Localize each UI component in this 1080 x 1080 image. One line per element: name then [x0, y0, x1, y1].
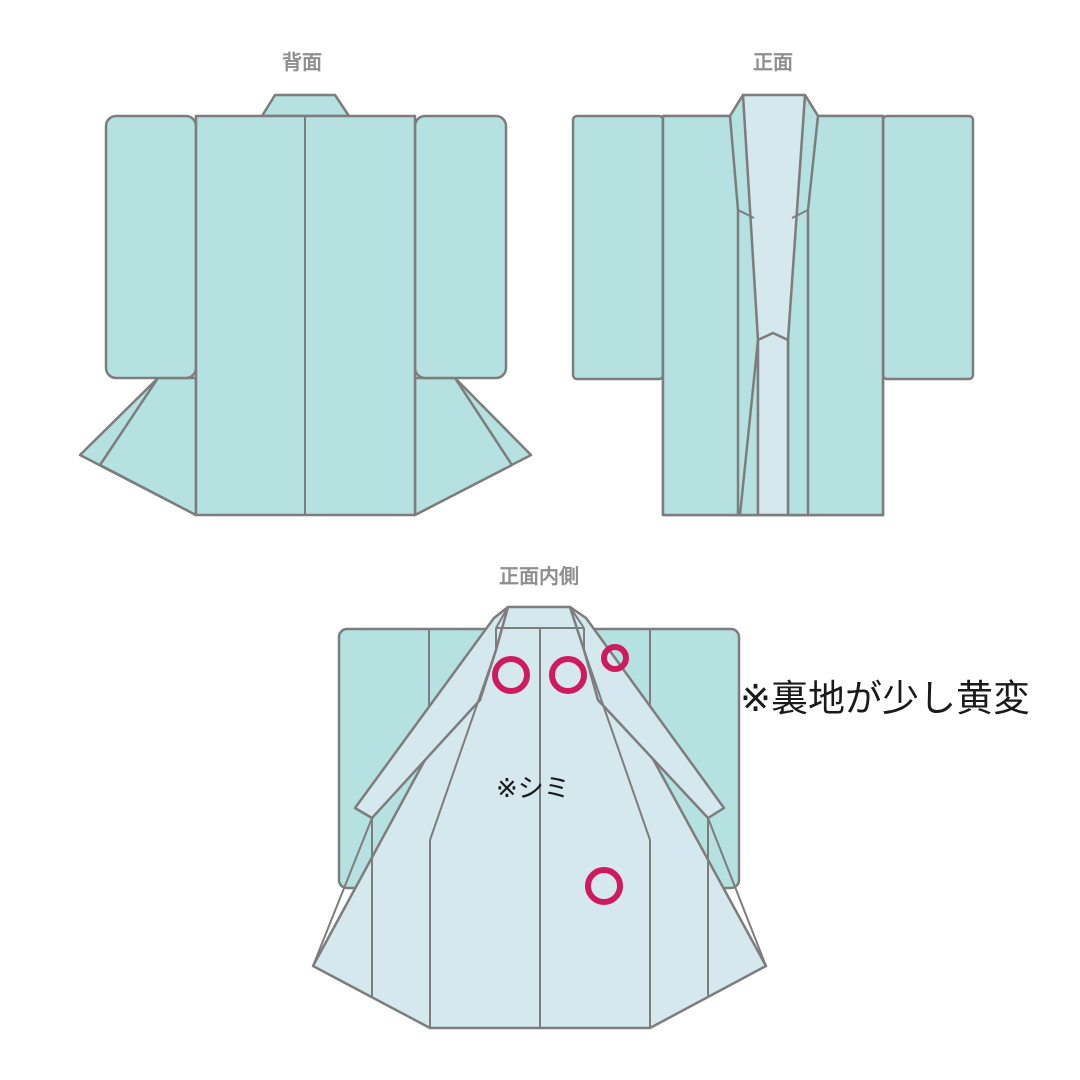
back-right-sleeve: [413, 114, 508, 380]
front-view-garment: [571, 93, 975, 517]
front-view-label: 正面: [753, 50, 793, 74]
stain-marker: [585, 867, 623, 905]
stain-marker: [492, 656, 530, 694]
back-collar: [260, 93, 351, 118]
stain-marker: [549, 656, 587, 694]
inside-view-label: 正面内側: [499, 564, 579, 588]
back-right-flare-front: [413, 376, 514, 517]
inside-view-garment: [311, 605, 768, 1030]
back-left-sleeve: [104, 114, 198, 380]
back-view-garment: [78, 93, 533, 517]
stain-note: ※シミ: [496, 774, 570, 804]
back-left-flare-front: [98, 376, 198, 517]
front-lining-strip: [756, 331, 790, 517]
front-left-sleeve: [571, 114, 665, 381]
back-view-label: 背面: [282, 50, 322, 74]
front-right-sleeve: [881, 114, 975, 381]
lining-yellowing-note: ※裏地が少し黄変: [740, 677, 1031, 720]
stain-marker: [601, 644, 629, 672]
